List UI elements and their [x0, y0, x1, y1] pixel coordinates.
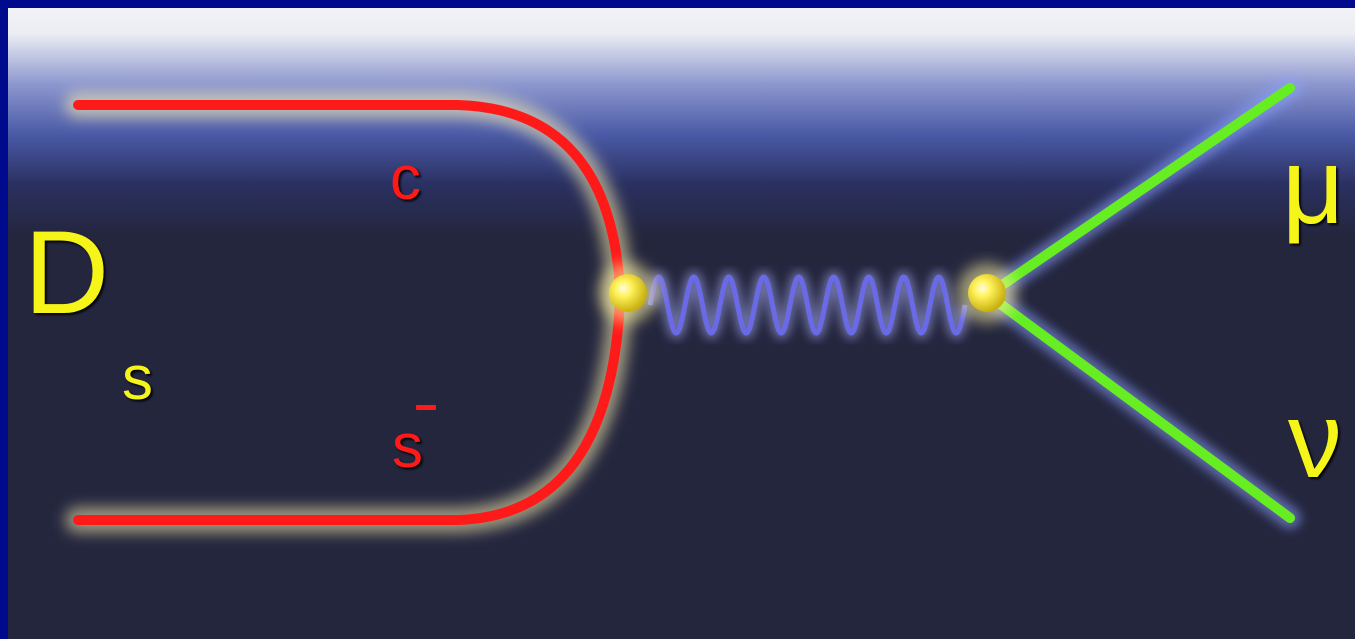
vertex-right-dot-icon: [968, 274, 1006, 312]
antiquark-label: s: [392, 412, 423, 481]
quark-label: c: [390, 144, 421, 213]
antiquark-overbar-icon: [416, 405, 436, 410]
meson-subscript-label: s: [122, 344, 153, 413]
w-boson-wave: [647, 274, 968, 336]
quark-line-bottom: [73, 295, 625, 525]
lepton-line-bottom: [990, 295, 1295, 523]
neutrino-label: ν: [1288, 379, 1342, 500]
vertex-left-dot-icon: [609, 274, 647, 312]
charged-lepton-label: μ: [1282, 125, 1345, 246]
meson-label: D: [24, 207, 110, 339]
quark-line-top: [73, 100, 625, 295]
lepton-line-top: [990, 83, 1295, 295]
